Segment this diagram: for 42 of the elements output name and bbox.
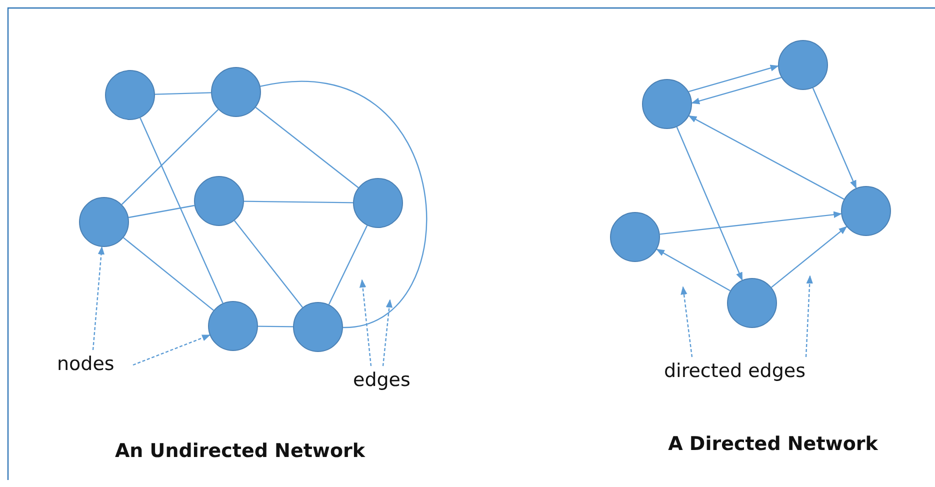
leader-line bbox=[359, 279, 372, 366]
network-node bbox=[194, 176, 244, 226]
network-node bbox=[642, 79, 692, 129]
network-node bbox=[727, 278, 777, 328]
network-node bbox=[105, 70, 155, 120]
network-node bbox=[208, 301, 258, 351]
annotation-label: nodes bbox=[57, 353, 114, 375]
directed-edge-arrow bbox=[771, 226, 848, 288]
diagram-heading: A Directed Network bbox=[668, 433, 878, 455]
edge-line bbox=[123, 237, 214, 311]
edge-line bbox=[255, 106, 359, 188]
diagram-heading: An Undirected Network bbox=[114, 440, 366, 462]
edge-line bbox=[244, 200, 353, 204]
network-node bbox=[610, 212, 660, 262]
network-node bbox=[211, 67, 261, 117]
annotation-label: edges bbox=[353, 369, 410, 391]
directed-edge-arrow bbox=[691, 76, 782, 104]
directed-edge-arrow bbox=[688, 64, 779, 92]
directed-edge-arrow bbox=[660, 211, 842, 235]
edge-line bbox=[258, 326, 293, 328]
leader-line bbox=[132, 334, 210, 366]
leader-line bbox=[92, 246, 105, 350]
network-node bbox=[79, 197, 129, 247]
edge-line bbox=[154, 92, 212, 95]
edge-line bbox=[140, 118, 224, 304]
leader-line bbox=[680, 286, 693, 358]
network-node bbox=[353, 178, 403, 228]
annotation-label: directed edges bbox=[664, 360, 806, 382]
network-node bbox=[293, 302, 343, 352]
leader-line bbox=[805, 275, 813, 358]
directed-edge-arrow bbox=[688, 115, 844, 200]
leader-line bbox=[382, 299, 393, 366]
edge-line bbox=[121, 109, 219, 205]
edge-line bbox=[234, 220, 304, 308]
directed-edge-arrow bbox=[812, 88, 857, 189]
directed-edge-arrow bbox=[676, 126, 743, 281]
network-node bbox=[778, 40, 828, 90]
edge-line bbox=[128, 204, 195, 218]
directed-edge-arrow bbox=[656, 248, 731, 292]
edge-line bbox=[260, 80, 428, 328]
network-node bbox=[841, 186, 891, 236]
edge-line bbox=[328, 225, 368, 305]
